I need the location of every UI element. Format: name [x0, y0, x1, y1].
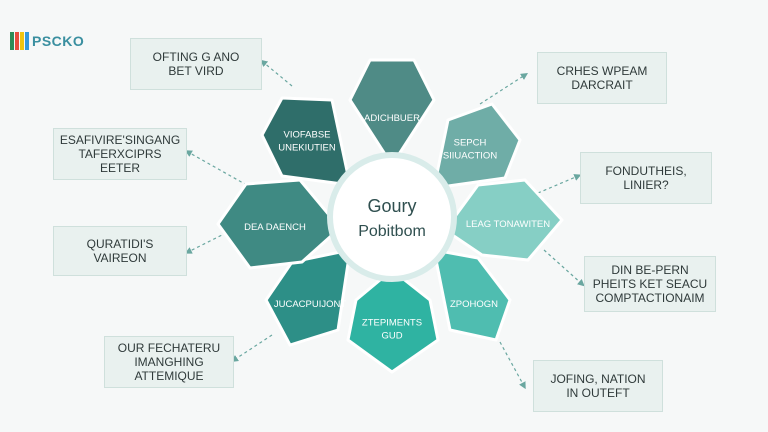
info-box-line: QURATIDI'S VAIREON: [86, 237, 154, 265]
petal-8: VIOFABSE UNEKIUTIEN: [260, 96, 352, 187]
petal-shape: [216, 178, 342, 270]
logo: PSCKO: [10, 30, 84, 52]
info-box-4: FONDUTHEIS,LINIER?: [580, 152, 712, 204]
info-box-line: IMANGHING ATTEMIQUE: [134, 355, 204, 383]
info-box-line: OUR FECHATERU: [117, 341, 221, 355]
petal-shape: [432, 102, 522, 190]
petal-label: VIOFABSE: [284, 130, 331, 141]
info-box-line: JOFING, NATION: [550, 372, 646, 386]
petal-2: SEPCH SIIUACTION: [432, 102, 522, 190]
connector-arrow: [543, 249, 585, 287]
petal-label: SIIUACTION: [443, 151, 498, 162]
info-box-line: COMPTACTIONAIM: [595, 291, 705, 305]
logo-text: PSCKO: [32, 33, 85, 49]
info-box-line: FONDUTHEIS,: [605, 164, 687, 178]
petal-label: ZPOHOGN: [450, 299, 498, 310]
connector-arrow: [260, 59, 293, 87]
info-box-line: LINIER?: [623, 178, 669, 192]
petal-shape: [443, 178, 564, 262]
petal-label: DEA DAENCH: [244, 222, 306, 233]
info-box-line: CRHES WPEAM: [556, 64, 648, 78]
petal-shape: [260, 96, 352, 187]
petal-7: DEA DAENCH: [216, 178, 342, 270]
info-box-line: DARCRAIT: [571, 78, 633, 92]
petal-1: ADICHBUER: [348, 58, 436, 167]
petal-label: ADICHBUER: [364, 113, 420, 124]
connector-arrow: [479, 73, 529, 105]
info-box-line: IN OUTEFT: [566, 386, 630, 400]
connector-arrow: [230, 334, 273, 362]
petal-4: ZPOHOGN: [432, 248, 512, 342]
petal-3: LEAG TONAWITEN: [443, 178, 564, 262]
info-box-line: OFTING G ANO: [152, 50, 240, 64]
logo-mark-icon: [10, 32, 29, 50]
petal-5: ZTEPIMENTS GUD: [346, 268, 440, 374]
petal-label: UNEKIUTIEN: [278, 143, 336, 154]
petal-shape: [348, 58, 436, 167]
petal-label: SEPCH: [454, 138, 487, 149]
center-hub: Goury Pobitbom: [327, 152, 457, 282]
connector-arrow: [184, 150, 253, 189]
petal-label: ZTEPIMENTS: [362, 318, 422, 329]
info-box-line: DIN BE-PERN: [611, 263, 689, 277]
connector-arrow: [499, 341, 526, 390]
info-box-line: BET VIRD: [168, 64, 224, 78]
petal-shape: [432, 248, 512, 342]
info-box-line: TAFERXCIPRS EETER: [78, 147, 162, 175]
center-circle: [327, 152, 457, 282]
connector-arrow: [537, 174, 582, 194]
info-box-line: ESAFIVIRE'SINGANG: [59, 133, 181, 147]
center-title: Goury: [367, 196, 416, 216]
petal-shape: [346, 268, 440, 374]
petal-group: ADICHBUER SEPCH SIIUACTION LEAG TONAWITEN ZP…: [216, 58, 564, 374]
petal-label: LEAG TONAWITEN: [466, 219, 550, 230]
petal-label: JUCACPUIJONT: [274, 299, 347, 310]
connector-lines: [184, 59, 585, 390]
info-box-line: PHEITS KET SEACU: [592, 277, 708, 291]
center-subtitle: Pobitbom: [358, 223, 426, 240]
info-box-5: QURATIDI'S VAIREON: [53, 226, 187, 276]
petal-label: GUD: [381, 331, 402, 342]
